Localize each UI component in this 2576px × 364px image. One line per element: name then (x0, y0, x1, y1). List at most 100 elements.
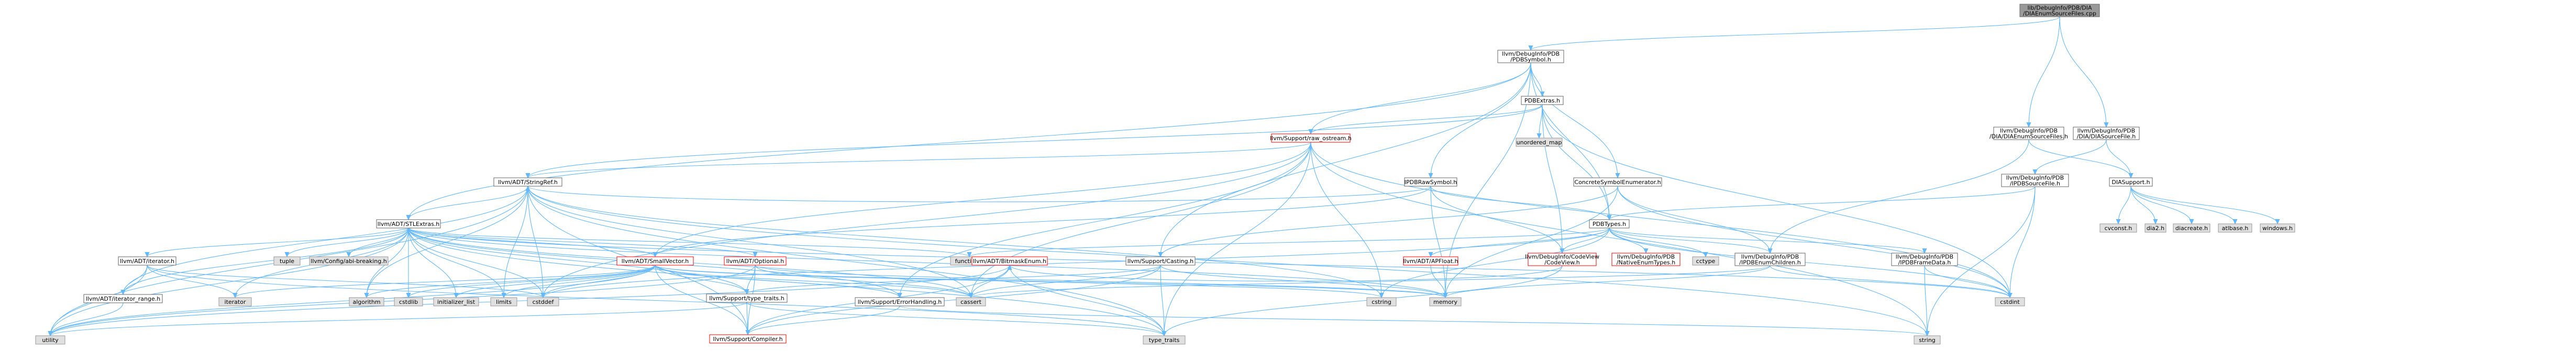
edge-casting-to-compiler (748, 265, 1161, 335)
node-iterator_sys[interactable]: iterator (218, 297, 252, 306)
node-label: /CodeView.h (1544, 259, 1579, 266)
edge-stringref-to-string (527, 186, 1927, 336)
edge-type_traits_h-to-type_traits (746, 302, 1164, 336)
node-utility[interactable]: utility (35, 335, 65, 345)
node-label: dia2.h (2147, 225, 2164, 232)
node-box (1993, 127, 2064, 140)
node-label: /NativeEnumTypes.h (1617, 259, 1675, 266)
node-concretesymbolenum[interactable]: ConcreteSymbolEnumerator.h (1573, 177, 1662, 187)
node-box (1573, 177, 1662, 187)
node-iterator_range[interactable]: llvm/ADT/iterator_range.h (83, 294, 163, 303)
node-cstdint[interactable]: cstdint (1995, 297, 2025, 306)
node-box (1611, 253, 1681, 266)
edge-ipdbsourcefile-to-pdbtypes (1609, 186, 2036, 220)
edge-stlextras-to-memory (408, 228, 1445, 298)
node-atlbase[interactable]: atlbase.h (2218, 223, 2252, 233)
edge-pdbtypes-to-functional (969, 228, 1610, 257)
node-optional[interactable]: llvm/ADT/Optional.h (724, 256, 787, 266)
node-cstring[interactable]: cstring (1366, 297, 1397, 306)
node-smallvector[interactable]: llvm/ADT/SmallVector.h (616, 256, 694, 266)
node-label: utility (42, 337, 59, 344)
edge-stlextras-to-cstddef (408, 228, 543, 298)
node-windows[interactable]: windows.h (2260, 223, 2295, 233)
edge-diaenumsourcefiles-to-ipdbenumchildren (1770, 139, 2029, 253)
node-stringref[interactable]: llvm/ADT/StringRef.h (493, 177, 562, 187)
edge-ipdbframedata-to-cstdint (1924, 265, 2010, 298)
edge-stlextras-to-utility (50, 228, 409, 336)
edge-raw_ostream-to-string (1310, 142, 1927, 336)
node-raw_ostream[interactable]: llvm/Support/raw_ostream.h (1270, 133, 1352, 143)
node-cassert[interactable]: cassert (956, 297, 986, 306)
node-casting[interactable]: llvm/Support/Casting.h (1125, 256, 1196, 266)
edge-ipdbrawsymbol-to-memory (1430, 186, 1445, 298)
node-dia2[interactable]: dia2.h (2144, 223, 2166, 233)
node-pdbtypes[interactable]: PDBTypes.h (1589, 219, 1630, 229)
node-label: llvm/Support/raw_ostream.h (1270, 135, 1352, 142)
edge-ipdbframedata-to-string (1924, 265, 1927, 336)
edge-smallvector-to-memory (655, 265, 1445, 298)
node-cvconst[interactable]: cvconst.h (2099, 223, 2137, 233)
edge-stringref-to-iterator_range (123, 186, 528, 294)
node-initializer_list[interactable]: initializer_list (433, 297, 479, 306)
node-string[interactable]: string (1914, 335, 1941, 345)
edge-diasupport-to-atlbase (2130, 186, 2235, 224)
node-cstddef[interactable]: cstddef (527, 297, 559, 306)
node-iterator_h[interactable]: llvm/ADT/iterator.h (118, 256, 176, 266)
node-codeview[interactable]: llvm/DebugInfo/CodeView/CodeView.h (1525, 253, 1599, 266)
node-type_traits[interactable]: type_traits (1143, 335, 1186, 345)
edge-pdbsymbol-to-raw_ostream (1311, 62, 1531, 134)
node-label: llvm/Config/abi-breaking.h (311, 258, 386, 265)
edge-pdbtypes-to-cctype (1609, 228, 1706, 257)
node-cctype[interactable]: cctype (1692, 256, 1719, 266)
node-label: llvm/DebugInfo/PDB (1617, 254, 1675, 260)
node-configabi[interactable]: llvm/Config/abi-breaking.h (309, 256, 389, 266)
node-bitmaskenum[interactable]: llvm/ADT/BitmaskEnum.h (971, 256, 1048, 266)
node-algorithm[interactable]: algorithm (349, 297, 384, 306)
node-ipdbrawsymbol[interactable]: IPDBRawSymbol.h (1404, 177, 1457, 187)
node-apfloat[interactable]: llvm/ADT/APFloat.h (1403, 256, 1458, 266)
node-pdbextras[interactable]: PDBExtras.h (1521, 96, 1564, 105)
node-box (1528, 253, 1597, 266)
edge-errorhandling-to-compiler (748, 305, 900, 335)
node-ipdbsourcefile[interactable]: llvm/DebugInfo/PDB/IPDBSourceFile.h (2001, 174, 2069, 187)
edge-stringref-to-algorithm (367, 186, 528, 298)
node-compiler[interactable]: llvm/Support/Compiler.h (709, 334, 787, 344)
node-label: diacreate.h (2175, 225, 2208, 232)
edge-stlextras-to-smallvector (408, 228, 655, 257)
node-memory[interactable]: memory (1429, 297, 1462, 306)
node-diasourcefile[interactable]: llvm/DebugInfo/PDB/DIA/DIASourceFile.h (2073, 127, 2140, 140)
node-cstdlib[interactable]: cstdlib (394, 297, 423, 306)
node-diasupport[interactable]: DIASupport.h (2109, 177, 2153, 187)
node-type_traits_h[interactable]: llvm/Support/type_traits.h (706, 293, 788, 303)
node-diacreate[interactable]: diacreate.h (2173, 223, 2210, 233)
node-limits[interactable]: limits (490, 297, 517, 306)
node-box (2218, 223, 2252, 233)
node-pdbsymbol[interactable]: llvm/DebugInfo/PDB/PDBSymbol.h (1497, 50, 1564, 63)
node-errorhandling[interactable]: llvm/Support/ErrorHandling.h (855, 297, 945, 306)
node-box (493, 177, 562, 187)
node-unordered_map[interactable]: unordered_map (1516, 138, 1563, 147)
node-diaenumsourcefiles[interactable]: llvm/DebugInfo/PDB/DIA/DIAEnumSourceFile… (1989, 127, 2068, 140)
node-label: llvm/Support/type_traits.h (709, 295, 784, 302)
node-nativeenumtypes[interactable]: llvm/DebugInfo/PDB/NativeEnumTypes.h (1611, 253, 1681, 266)
node-stlextras[interactable]: llvm/ADT/STLExtras.h (376, 219, 441, 229)
edge-raw_ostream-to-cstdint (1310, 142, 2010, 298)
edge-smallvector-to-type_traits_h (655, 265, 747, 294)
node-label: /PDBSymbol.h (1510, 56, 1551, 63)
edge-raw_ostream-to-cstring (1310, 142, 1381, 298)
node-label: IPDBRawSymbol.h (1405, 179, 1457, 186)
node-tuple[interactable]: tuple (273, 256, 301, 266)
node-ipdbenumchildren[interactable]: llvm/DebugInfo/PDB/IPDBEnumChildren.h (1734, 253, 1806, 266)
node-box (1429, 297, 1462, 306)
node-ipdbframedata[interactable]: llvm/DebugInfo/PDB/IPDBFrameData.h (1891, 253, 1958, 266)
edge-stringref-to-cstddef (527, 186, 543, 298)
node-box (1403, 256, 1458, 266)
node-label: llvm/Support/Casting.h (1127, 258, 1193, 265)
node-label: llvm/ADT/STLExtras.h (378, 221, 440, 228)
node-box (527, 297, 559, 306)
edge-diasourcefile-to-diasupport (2106, 139, 2131, 178)
node-box (433, 297, 479, 306)
node-box (1125, 256, 1196, 266)
edge-raw_ostream-to-type_traits (1164, 142, 1311, 336)
